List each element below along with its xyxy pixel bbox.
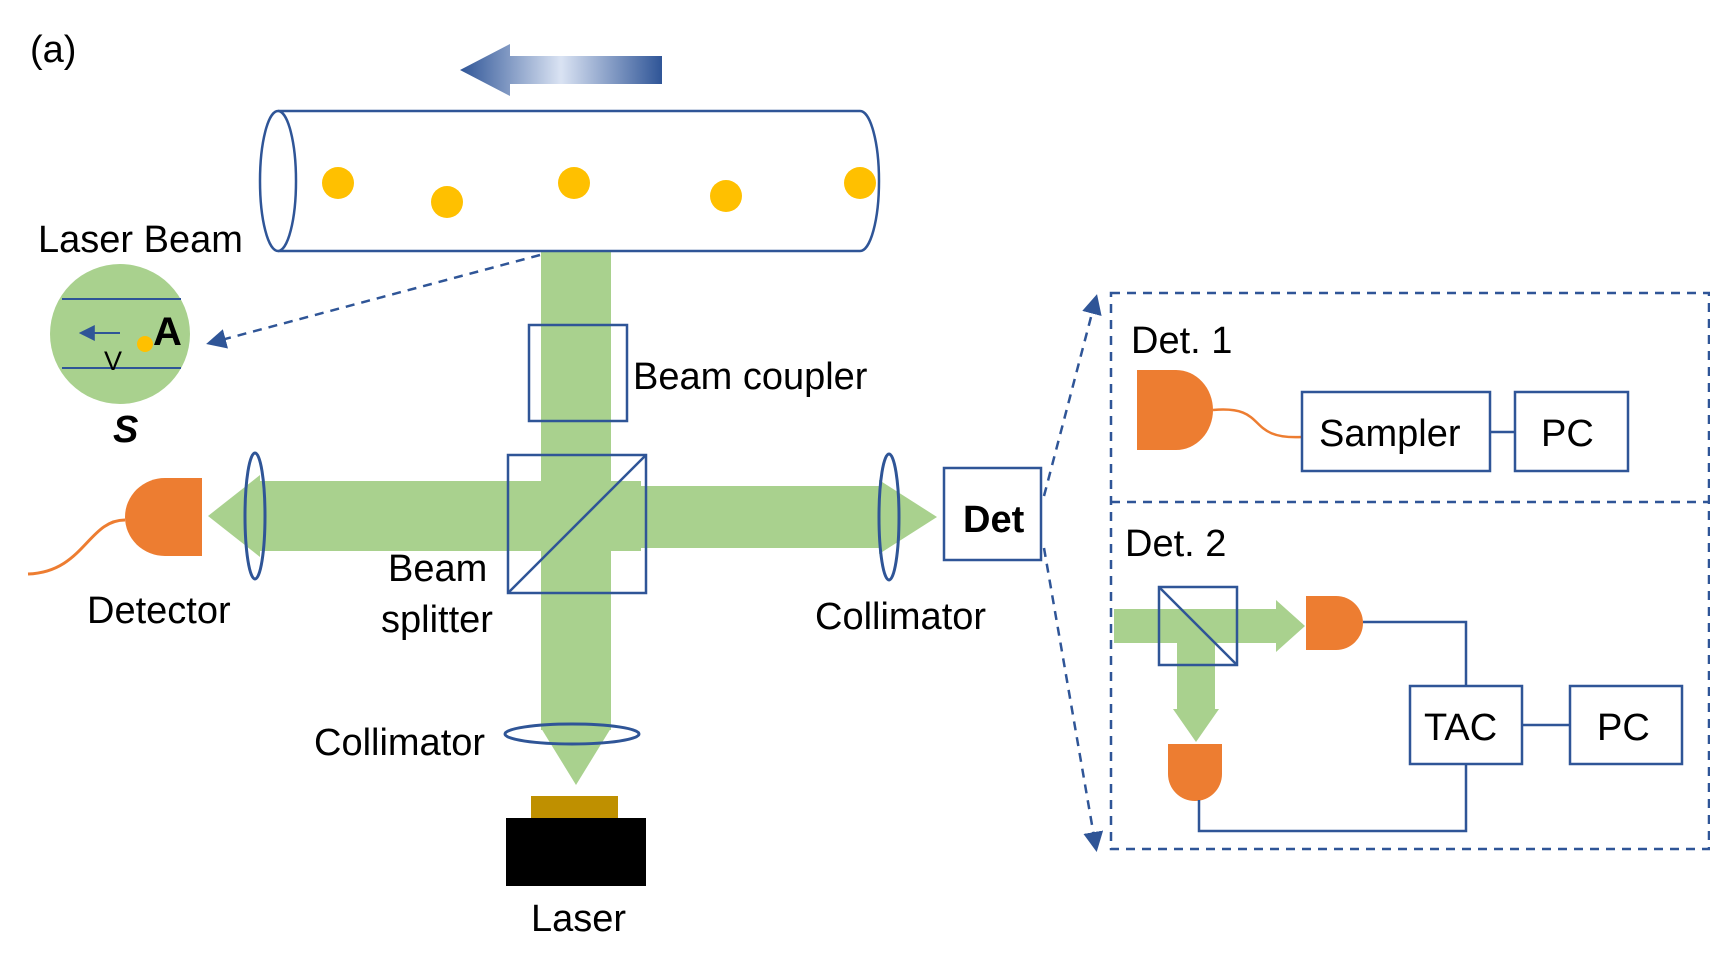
sample-magnified-view: A V <box>50 264 190 404</box>
det1-cable <box>1212 408 1303 439</box>
particle <box>322 167 354 199</box>
detector-cable <box>27 518 126 576</box>
left-beam-arrowhead <box>208 475 260 557</box>
beam-coupler <box>527 323 629 423</box>
beam-coupler-label: Beam coupler <box>633 356 868 398</box>
tac-label: TAC <box>1424 707 1497 749</box>
beam-splitter-cube <box>506 453 648 595</box>
laser-beam-label: Laser Beam <box>38 219 243 261</box>
particle <box>431 186 463 218</box>
laser-head <box>531 796 618 818</box>
det2-beam-arrowhead-down <box>1173 709 1219 742</box>
left-lens <box>243 451 267 581</box>
det1-label: Det. 1 <box>1131 320 1232 362</box>
particle-a <box>137 336 153 352</box>
detector-label: Detector <box>87 590 231 632</box>
det2-input-beam <box>1114 609 1278 643</box>
right-collimator-lens <box>877 452 901 582</box>
beam-splitter-diagonal <box>507 454 647 594</box>
det2-beam-arrowhead-right <box>1276 600 1305 652</box>
particle <box>844 167 876 199</box>
beam-splitter-label-line1: Beam <box>388 548 487 590</box>
tac-start-wire <box>1363 620 1468 686</box>
tac-box <box>1408 684 1524 766</box>
tube-opening <box>258 109 298 253</box>
collimator-right-label: Collimator <box>815 596 986 638</box>
panel-label: (a) <box>30 29 76 71</box>
expand-pointer-top <box>1042 294 1102 497</box>
velocity-label: V <box>104 346 122 376</box>
right-beam-arrowhead <box>879 480 937 554</box>
flow-tube <box>258 109 881 253</box>
det-box <box>942 466 1043 562</box>
pc1-box <box>1513 390 1630 473</box>
pc1-label: PC <box>1541 413 1594 455</box>
magnify-pointer <box>206 253 541 349</box>
pc2-label: PC <box>1597 707 1650 749</box>
detector-icon <box>125 478 202 556</box>
det2-beam-splitter-diagonal <box>1158 586 1238 666</box>
sampler-box <box>1300 390 1492 473</box>
detection-schemes-panel: Det. 1 Sampler PC Det. 2 TAC PC <box>1109 291 1710 851</box>
det2-detector-a-icon <box>1306 596 1363 650</box>
det2-label: Det. 2 <box>1125 523 1226 565</box>
det2-detector-b-icon <box>1168 744 1222 801</box>
det-box-label: Det <box>963 499 1025 541</box>
particle-label: A <box>153 310 182 354</box>
sample-label: S <box>113 409 138 451</box>
right-beam <box>641 486 881 548</box>
det2-reflected-beam <box>1177 643 1215 711</box>
collimator-bottom-label: Collimator <box>314 722 485 764</box>
bottom-collimator-lens <box>503 722 641 746</box>
beam-splitter <box>506 453 648 595</box>
laser-beams <box>208 250 937 785</box>
left-beam <box>258 481 641 551</box>
particle <box>710 180 742 212</box>
det1-detector-icon <box>1137 370 1213 450</box>
vertical-beam-arrowhead <box>541 728 611 785</box>
beam-splitter-label-line2: splitter <box>381 599 493 641</box>
det2-beam-splitter <box>1157 585 1239 667</box>
laser-label: Laser <box>531 898 626 940</box>
tac-stop-wire <box>1197 764 1468 833</box>
sampler-label: Sampler <box>1319 413 1461 455</box>
pc2-box <box>1568 684 1684 766</box>
particle <box>558 167 590 199</box>
expand-pointer-bottom <box>1042 547 1104 852</box>
laser-body <box>506 818 646 886</box>
flow-direction-arrow <box>460 44 662 96</box>
